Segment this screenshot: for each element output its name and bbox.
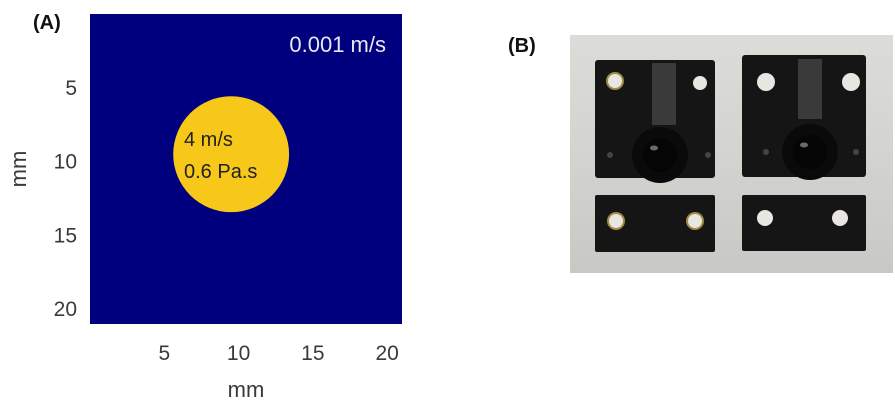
inclusion-viscosity-label: 0.6 Pa.s [184,161,257,183]
x-axis-title: mm [228,377,265,402]
x-tick-label: 20 [375,342,398,365]
x-tick-label: 10 [227,342,250,365]
y-axis-title: mm [6,151,31,188]
x-tick-label: 15 [301,342,324,365]
y-tick-label: 15 [54,224,77,247]
inclusion-velocity-label: 4 m/s [184,129,233,151]
panel-b-label: (B) [508,35,536,57]
left-mold [595,60,715,252]
background-velocity-label: 0.001 m/s [289,32,386,57]
x-tick-label: 5 [158,342,170,365]
mold-photograph [570,35,893,273]
y-tick-label: 10 [54,151,77,174]
right-mold [742,55,866,251]
velocity-map-plot: 0.001 m/s 4 m/s 0.6 Pa.s 5 10 15 20 5 10 15 20… [6,14,402,402]
inclusion-circle [173,96,290,213]
panel-a-label: (A) [33,12,61,34]
y-tick-label: 5 [65,77,77,100]
mold-photo-drawing [595,55,866,252]
y-tick-label: 20 [54,298,77,321]
